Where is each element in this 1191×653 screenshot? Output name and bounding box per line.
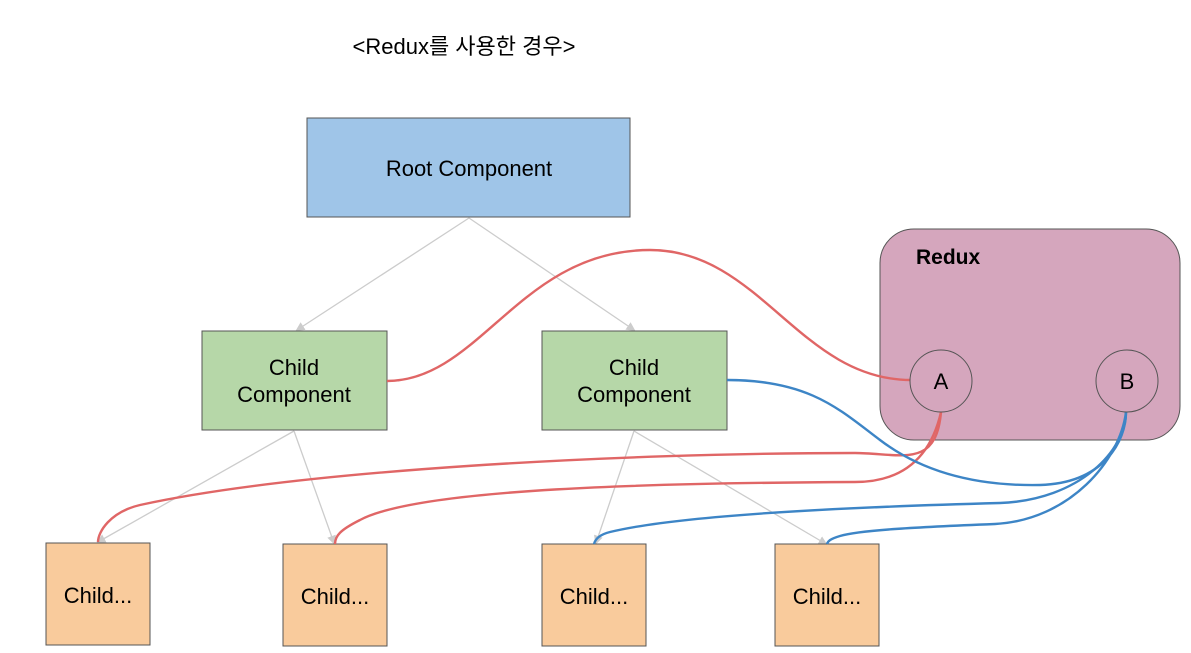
link-a-to-leaf-1 [96,411,943,543]
leaf-node-3: Child... [541,543,647,647]
child-component-label-line1: Child [609,355,659,380]
leaf-label: Child... [301,584,369,609]
child-component-label-line2: Component [577,382,691,407]
leaf-box [282,543,388,647]
edge-child2-leaf-4 [633,430,828,545]
store-a-circle [909,349,973,413]
link-b-to-leaf-4 [825,411,1128,545]
store-b-label: B [1120,369,1135,394]
diagram-title: <Redux를 사용한 경우> [353,34,576,59]
root-component-label: Root Component [386,156,552,181]
leaf-label: Child... [793,584,861,609]
child-component-node-2: Child Component [541,330,728,431]
store-a-label: A [934,369,949,394]
leaf-box [774,543,880,647]
child-component-label-line2: Component [237,382,351,407]
child-component-box [201,330,388,431]
leaf-label: Child... [560,584,628,609]
child-component-box [541,330,728,431]
link-b-to-leaf-3 [592,411,1128,545]
root-component-box [306,117,631,218]
store-a-connections [96,248,943,545]
store-b-circle [1095,349,1159,413]
store-a-node: A [909,349,973,413]
leaf-label: Child... [64,583,132,608]
leaf-box [541,543,647,647]
leaf-node-1: Child... [45,542,151,646]
link-a-to-child-component-1 [386,248,912,383]
store-b-connections [592,378,1128,545]
leaf-node-2: Child... [282,543,388,647]
child-component-node-1: Child Component [201,330,388,431]
leaf-node-4: Child... [774,543,880,647]
root-component-node: Root Component [306,117,631,218]
edge-child1-leaf-1 [96,430,295,543]
link-a-to-leaf-2 [333,411,943,545]
edge-root-child-1 [295,217,470,331]
redux-label: Redux [916,246,981,269]
edge-root-child-2 [468,217,636,332]
child-component-label-line1: Child [269,355,319,380]
leaf-box [45,542,151,646]
store-b-node: B [1095,349,1159,413]
edge-child1-leaf-2 [293,430,336,545]
